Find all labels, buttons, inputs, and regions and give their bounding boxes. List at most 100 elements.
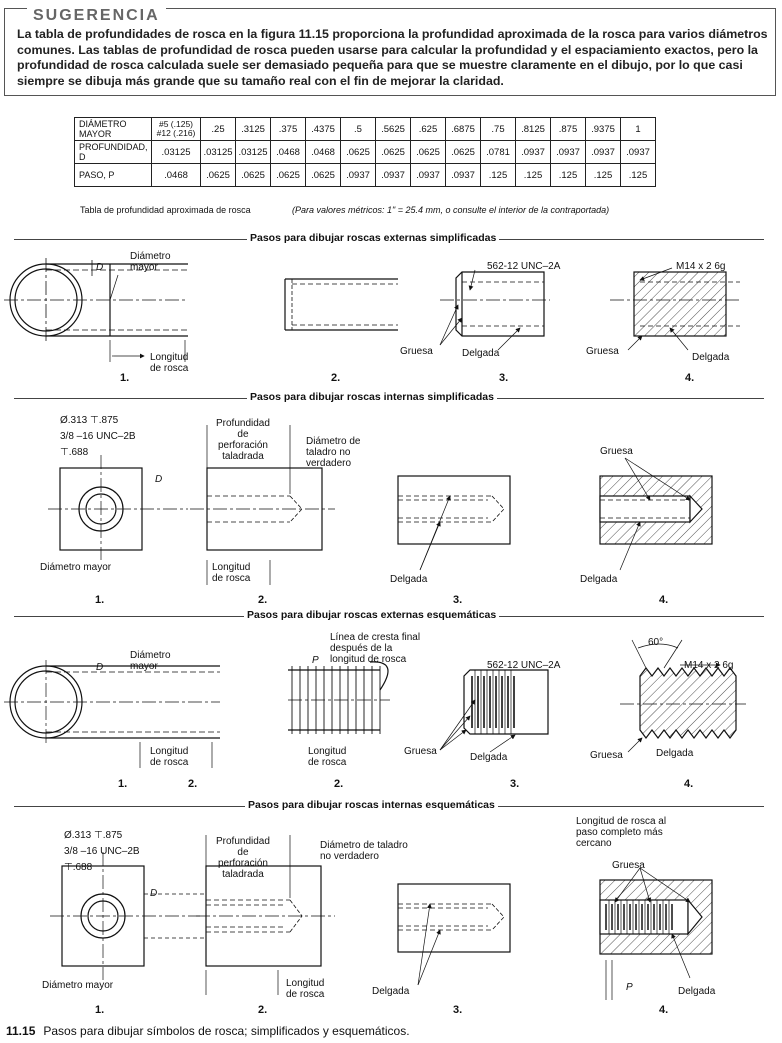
label-diametro-mayor: Diámetro mayor [40,562,112,573]
table-cell: .125 [620,163,656,187]
label-gruesa: Gruesa [600,446,633,457]
table-cell: .0468 [270,140,306,164]
table-cell: .3125 [235,117,271,141]
label-delgada: Delgada [580,574,618,585]
label-hole-spec: 3/8 –16 UNC–2B [64,846,140,857]
table-cell: .0625 [410,140,446,164]
label-linea-cresta: Línea de cresta final después de la long… [330,632,421,665]
tip-box: SUGERENCIA La tabla de profundidades de … [4,7,776,96]
table-row: DIÁMETRO MAYOR #5 (.125) #12 (.216) .25 … [74,117,656,141]
table-cell: .0937 [445,163,481,187]
table-cell: .5625 [375,117,411,141]
table-cell: .0625 [235,163,271,187]
step3-internal-simplified [397,475,511,545]
label-gruesa: Gruesa [586,346,619,357]
section-title-internal-simplified: Pasos para dibujar roscas internas simpl… [247,391,497,403]
step4-internal-simplified [599,475,713,545]
tip-text: La tabla de profundidades de rosca en la… [17,27,768,88]
table-cell: .0625 [305,163,341,187]
step1-external-simplified [4,258,188,362]
table-note: (Para valores métricos: 1" = 25.4 mm, o … [292,205,610,215]
label-hole-spec: Ø.313 ⊤.875 [64,830,123,841]
table-cell: .0625 [445,140,481,164]
label-d: D [155,474,163,485]
figure-number: 11.15 [6,1024,36,1038]
step2-external-simplified [284,278,398,331]
section-title-external-schematic: Pasos para dibujar roscas externas esque… [244,609,500,621]
label-longitud-rosca: Longitud de rosca [308,746,347,768]
step-number: 4. [659,594,669,606]
step-number: 2. [188,778,198,790]
step-number: 1. [95,1004,105,1016]
label-hole-spec: ⊤.688 [60,447,89,458]
table-cell: 1 [620,117,656,141]
label-thread-spec: 562-12 UNC–2A [487,660,561,671]
label-longitud-rosca: Longitud de rosca [212,562,251,584]
label-gruesa: Gruesa [400,346,433,357]
label-longitud-paso: Longitud de rosca al paso completo más c… [576,816,667,849]
label-p: P [626,982,633,993]
step-number: 2. [258,594,268,606]
step-number: 4. [659,1004,669,1016]
figure-caption: 11.15 Pasos para dibujar símbolos de rosc… [6,1024,410,1038]
label-hole-spec: ⊤.688 [64,862,93,873]
step-number: 4. [685,372,695,384]
label-delgada: Delgada [462,348,500,359]
label-longitud-rosca: Longitud de rosca [286,978,325,1000]
step3-internal-schematic [397,883,511,953]
step4-internal-schematic [599,879,713,1000]
table-cell: .875 [550,117,586,141]
label-hole-spec: 3/8 –16 UNC–2B [60,431,136,442]
step4-external-simplified [610,271,740,337]
thread-depth-table: DIÁMETRO MAYOR #5 (.125) #12 (.216) .25 … [74,117,656,187]
table-caption: Tabla de profundidad aproximada de rosca [80,205,251,215]
step2-internal-schematic [196,835,335,995]
table-cell: .0625 [270,163,306,187]
label-longitud-rosca: Longitud de rosca [150,352,189,374]
tip-title: SUGERENCIA [27,7,166,25]
label-gruesa: Gruesa [612,860,645,871]
label-d: D [150,888,158,899]
step-number: 3. [510,778,520,790]
table-cell: PASO, P [74,163,152,187]
step1-internal-schematic [50,852,206,980]
label-profundidad: Profundidad de perforación taladrada [216,836,270,880]
table-cell: .4375 [305,117,341,141]
label-hole-spec: Ø.313 ⊤.875 [60,415,119,426]
step3-external-simplified [440,271,550,337]
label-diametro-mayor: Diámetro mayor [42,980,114,991]
label-thread-spec: 562-12 UNC–2A [487,261,561,272]
figure-caption-text: Pasos para dibujar símbolos de rosca; si… [43,1024,410,1038]
step3-external-schematic [463,669,549,735]
step-number: 3. [453,594,463,606]
label-delgada: Delgada [390,574,428,585]
section-title-internal-schematic: Pasos para dibujar roscas internas esque… [245,799,498,811]
table-cell: .625 [410,117,446,141]
label-angle: 60° [648,637,664,648]
table-cell: .0781 [480,140,516,164]
table-cell: .125 [550,163,586,187]
step-number: 1. [120,372,130,384]
step-number: 2. [258,1004,268,1016]
label-thread-spec: M14 x 2 6g [676,261,726,272]
step2-external-schematic [288,661,390,734]
table-cell: .0937 [340,163,376,187]
table-cell: .03125 [235,140,271,164]
section-title-external-simplified: Pasos para dibujar roscas externas simpl… [247,232,500,244]
step-number: 1. [95,594,105,606]
label-delgada: Delgada [470,752,508,763]
table-row: PASO, P .0468 .0625 .0625 .0625 .0625 .0… [74,163,656,187]
label-diametro-taladro: Diámetro de taladro no verdadero [306,436,361,469]
label-profundidad: Profundidad de perforación taladrada [216,418,270,462]
label-d: D [96,262,104,273]
label-delgada: Delgada [678,986,716,997]
step-number: 3. [499,372,509,384]
step-number: 2. [331,372,341,384]
step-number: 2. [334,778,344,790]
table-cell: .125 [515,163,551,187]
step1-external-schematic [4,660,220,768]
label-p: P [312,655,319,666]
step4-external-schematic [620,639,746,739]
step1-internal-simplified [48,455,188,560]
